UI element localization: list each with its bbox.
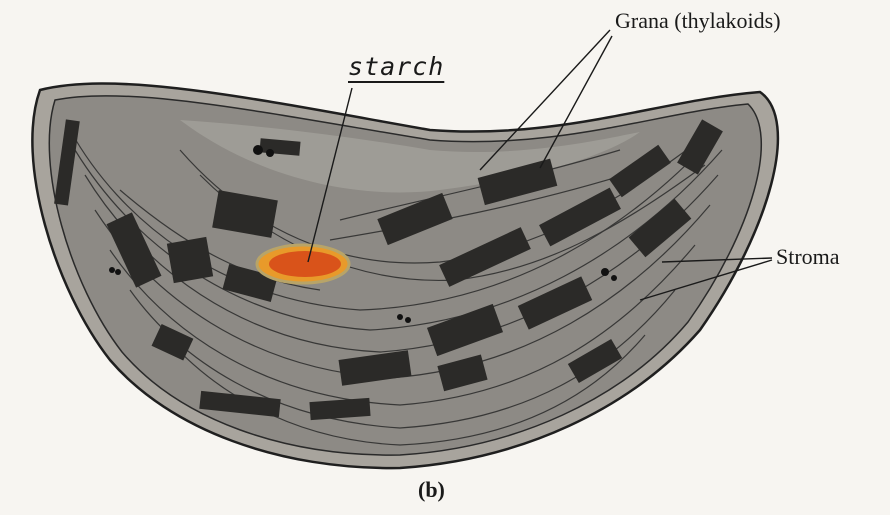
grana-label: Grana (thylakoids) [615, 8, 781, 34]
panel-label: (b) [418, 477, 445, 503]
granum [167, 237, 213, 283]
starch-label: starch [348, 52, 444, 81]
starch-grain [257, 245, 349, 283]
stroma-label: Stroma [776, 244, 840, 270]
